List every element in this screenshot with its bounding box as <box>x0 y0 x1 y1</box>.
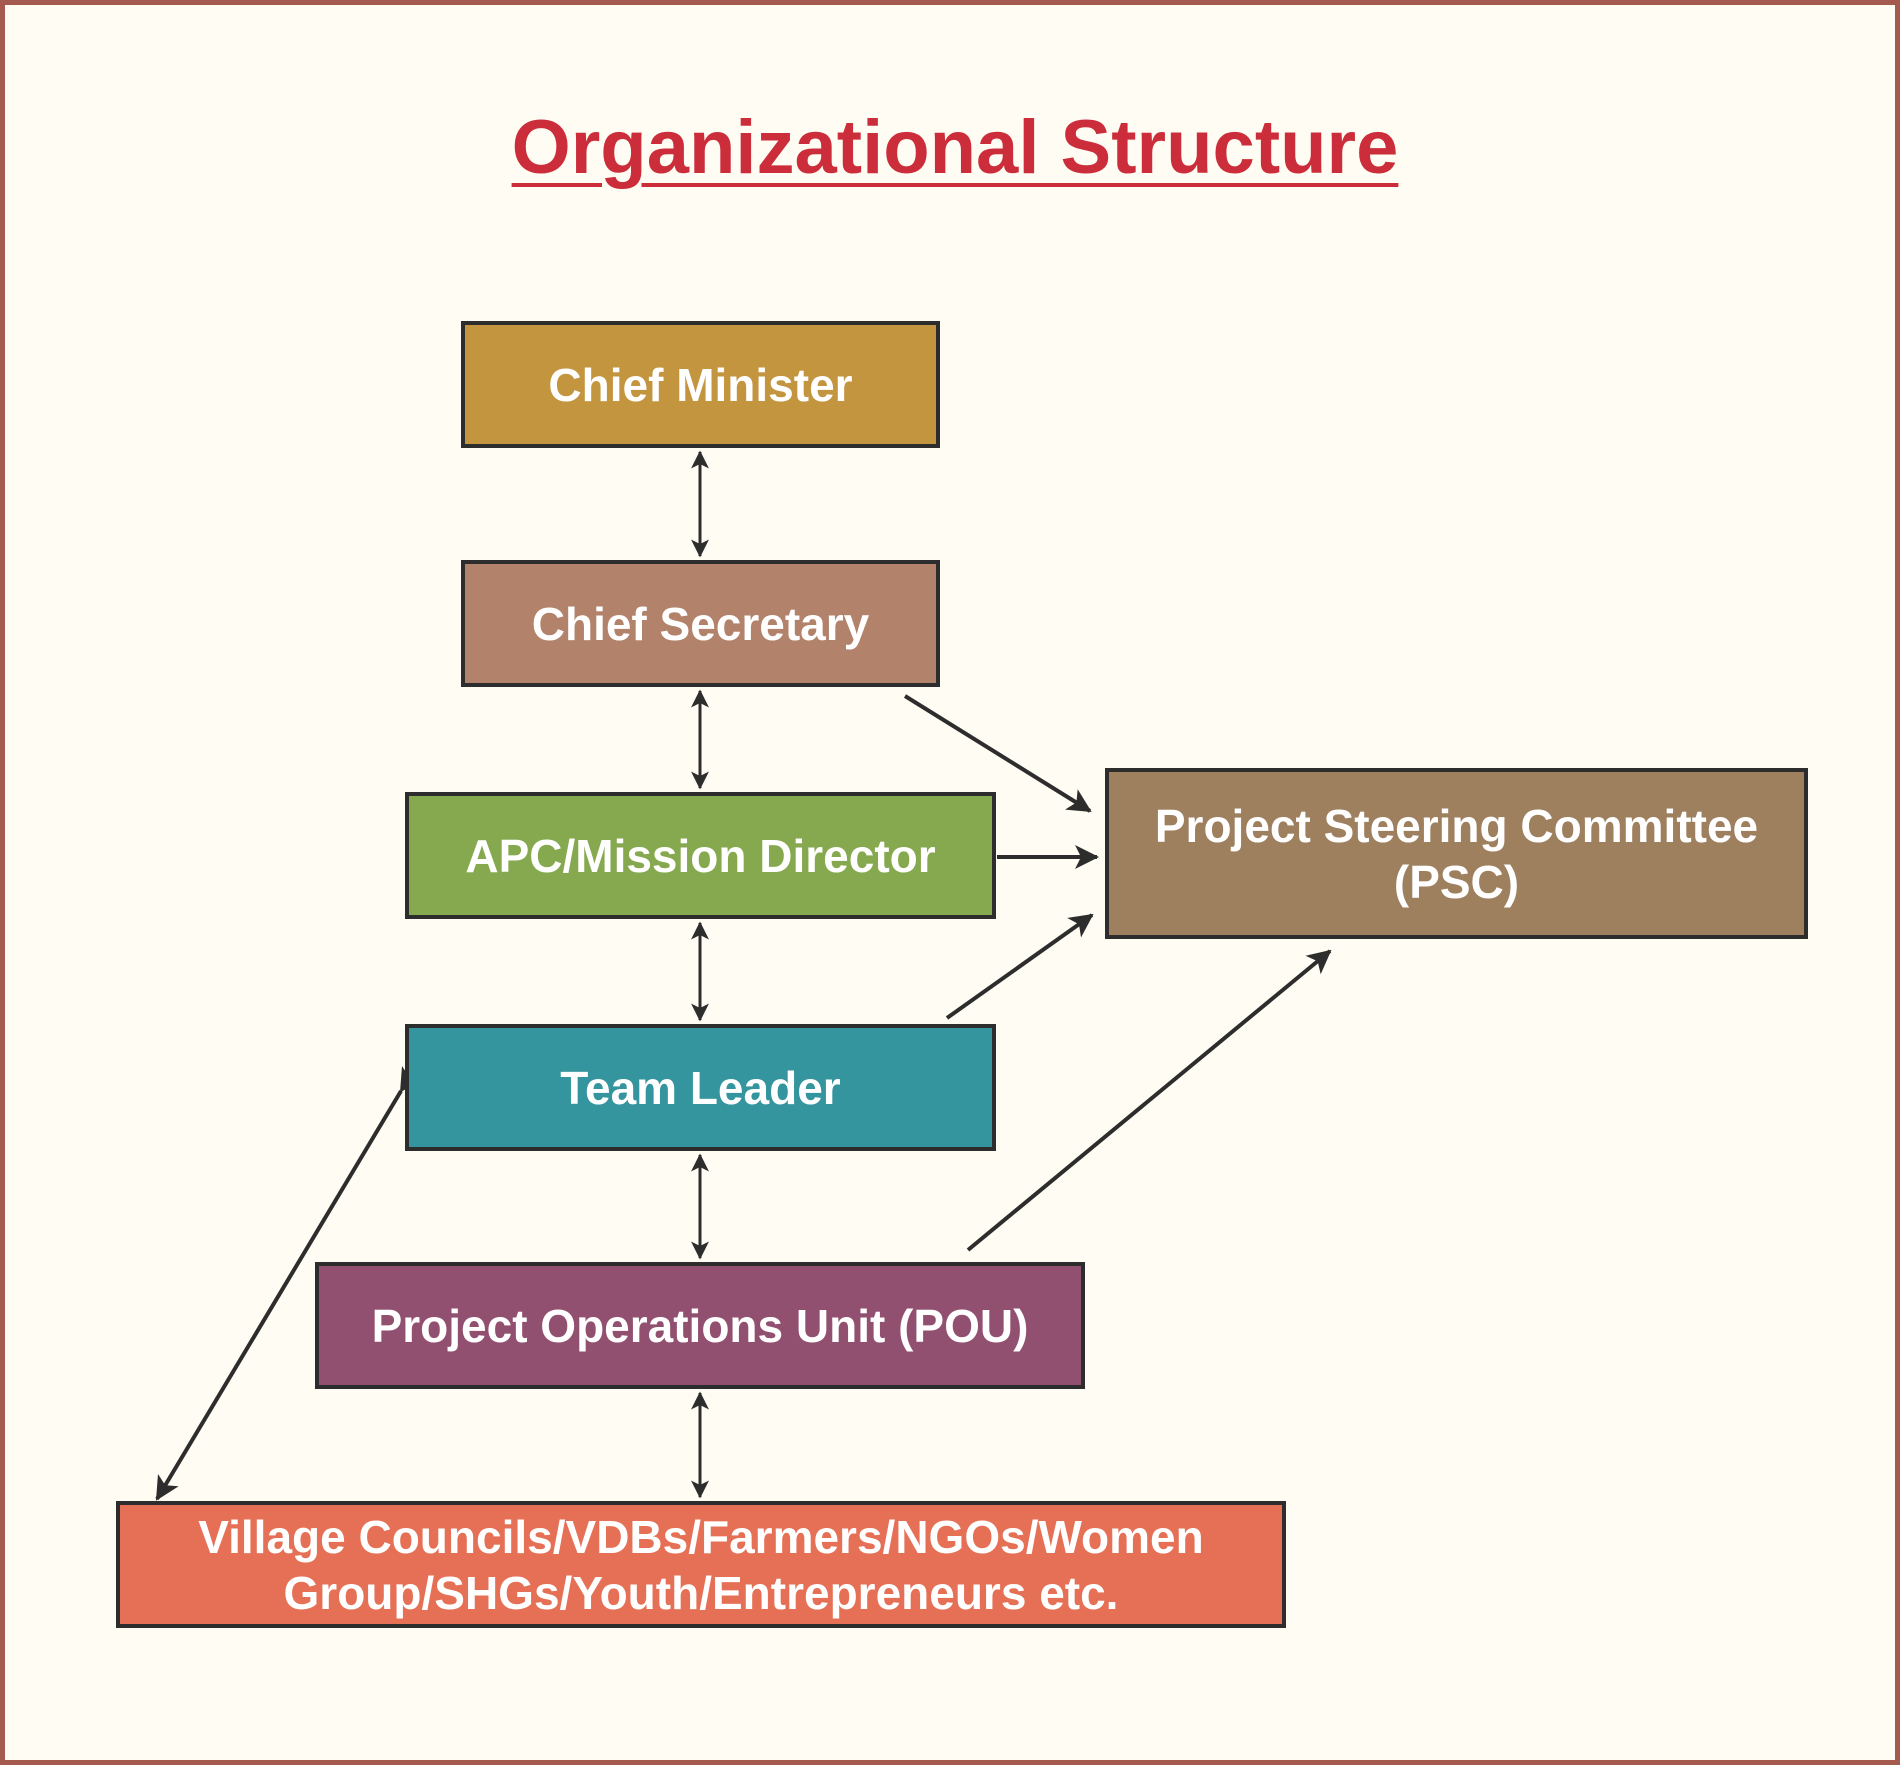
arrow-chief-secretary-psc <box>903 694 1092 813</box>
arrow-pou-psc <box>966 949 1332 1252</box>
node-project-operations-unit: Project Operations Unit (POU) <box>315 1262 1085 1389</box>
node-apc-mission-director: APC/Mission Director <box>405 792 996 919</box>
arrow-team-leader-village-councils <box>155 1065 423 1501</box>
diagram-title: Organizational Structure <box>511 105 1399 190</box>
arrow-team-leader-psc <box>945 913 1094 1020</box>
node-team-leader: Team Leader <box>405 1024 996 1151</box>
node-village-councils: Village Councils/VDBs/Farmers/NGOs/Women… <box>116 1501 1286 1628</box>
node-chief-secretary: Chief Secretary <box>461 560 940 687</box>
connector-layer <box>155 450 1332 1501</box>
node-project-steering-committee: Project Steering Committee (PSC) <box>1105 768 1808 939</box>
node-chief-minister: Chief Minister <box>461 321 940 448</box>
